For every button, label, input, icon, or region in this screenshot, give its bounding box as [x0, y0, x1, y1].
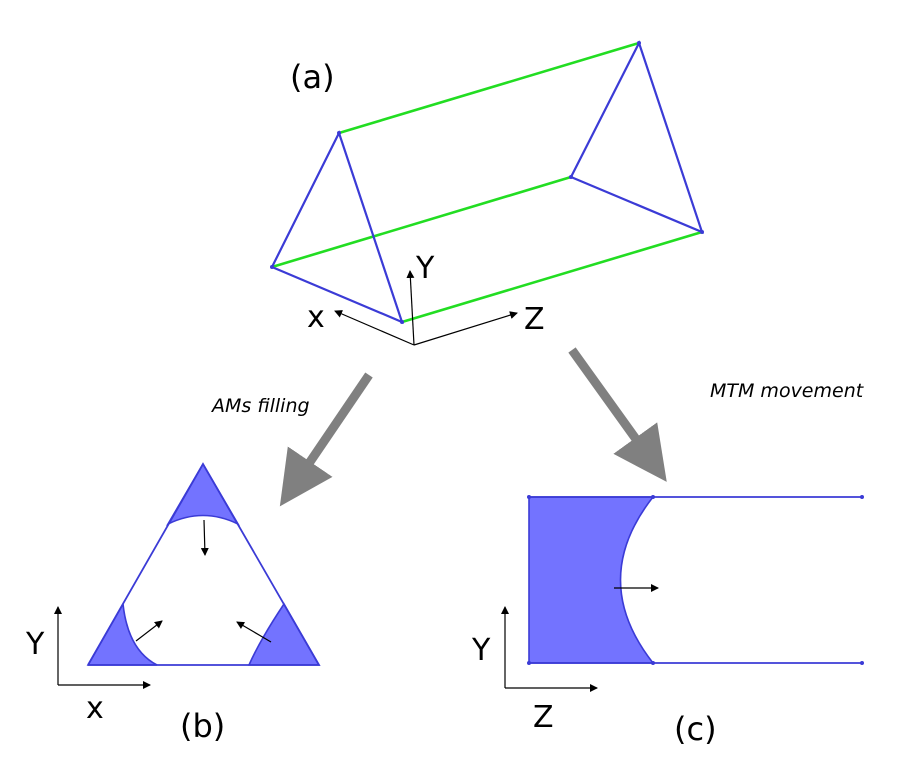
motion-arrow-down — [200, 519, 209, 556]
transition-arrow-right — [568, 347, 667, 482]
transition-label-left: AMs filling — [210, 395, 310, 417]
transition-arrow-left — [279, 372, 373, 507]
x-axis-label: x — [307, 300, 325, 335]
prism-edge-front — [401, 230, 703, 324]
y-axis-arrow — [406, 270, 415, 346]
z-axis-label: Z — [533, 700, 554, 735]
motion-arrow-left-up — [236, 621, 272, 643]
prism-edge-top — [338, 41, 640, 135]
triangle-outline — [87, 462, 321, 666]
filled-corner-left — [86, 601, 158, 666]
y-axis-label: Y — [471, 633, 491, 668]
panel-b-label: (b) — [180, 707, 225, 745]
panel-b-axes: Y x — [25, 606, 151, 726]
z-axis-label: Z — [524, 302, 545, 337]
y-axis-label: Y — [25, 627, 45, 662]
wall-vertices — [527, 495, 864, 665]
panel-a-axes: Y x Z — [307, 251, 545, 346]
y-axis-label: Y — [415, 251, 435, 286]
prism-front-face — [271, 130, 404, 324]
prism-edge-back — [271, 175, 572, 269]
panel-c-label: (c) — [674, 710, 717, 748]
filled-region — [528, 496, 655, 664]
filled-corner-right — [247, 602, 321, 666]
panel-c-axes: Y Z — [471, 606, 598, 735]
transition-label-right: MTM movement — [710, 380, 865, 402]
x-axis-label: x — [86, 691, 104, 726]
x-axis-arrow — [334, 310, 415, 346]
prism-back-face — [570, 40, 704, 234]
filled-corner-top — [165, 462, 241, 526]
z-axis-arrow — [413, 311, 518, 346]
prism-vertices — [270, 41, 704, 324]
panel-a-prism: (a) Y x Z — [270, 40, 704, 346]
panel-b-cross-section: Y x (b) — [25, 462, 321, 745]
panel-a-label: (a) — [290, 58, 335, 96]
motion-arrow-right-up — [135, 620, 163, 642]
panel-c-longitudinal-section: Y Z (c) — [471, 495, 864, 748]
